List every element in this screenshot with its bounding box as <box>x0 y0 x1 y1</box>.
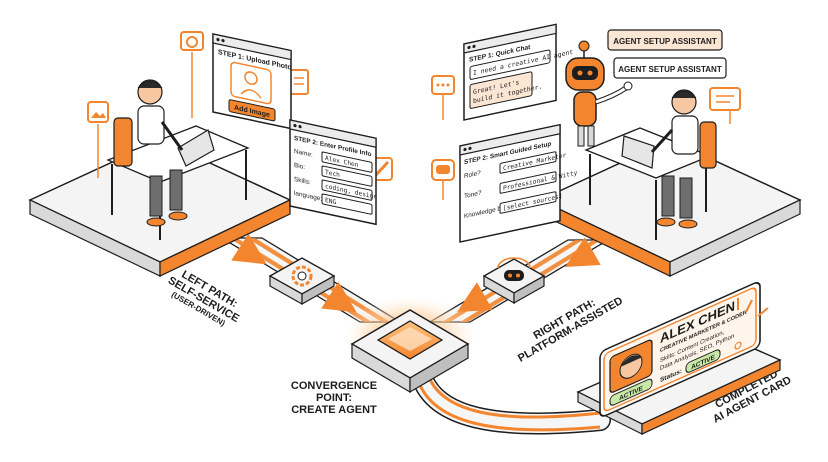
right-step1-window: STEP 1: Quick Chat I need a creative AI … <box>463 23 573 121</box>
profile-field-label: Name: <box>294 148 313 159</box>
chair-right <box>699 121 717 169</box>
assistant-bubble-1: AGENT SETUP ASSISTANT <box>607 29 723 51</box>
photo-active-badge <box>609 378 653 406</box>
profile-field-label: Skills: <box>294 176 311 187</box>
convergence-label-line-2: POINT: <box>316 392 352 404</box>
sparkle-lines <box>737 298 769 317</box>
convergence-label: CONVERGENCE POINT: CREATE AGENT <box>291 380 377 416</box>
profile-field-input[interactable] <box>321 165 373 187</box>
profile-field-value: Tech <box>325 169 340 179</box>
setup-field-input[interactable] <box>499 151 557 174</box>
add-image-button[interactable] <box>228 99 276 122</box>
laptop-right-icon <box>621 135 655 169</box>
right-desk <box>584 89 717 240</box>
image-icon <box>87 101 109 178</box>
chair <box>113 117 133 167</box>
convergence-label-line-1: CONVERGENCE <box>291 380 377 392</box>
profile-field-input[interactable] <box>321 193 373 215</box>
profile-field-value: ENG <box>325 197 336 206</box>
camera-icon <box>180 31 204 118</box>
profile-field-label: Bio: <box>294 162 305 171</box>
profile-field-input[interactable] <box>321 179 373 201</box>
left-arrow-1 <box>231 233 267 265</box>
output-track <box>409 359 611 435</box>
robot-icon <box>431 159 455 200</box>
right-arrow-1 <box>565 237 601 267</box>
person-right <box>650 89 699 229</box>
setup-field-label: Tone? <box>464 189 482 200</box>
robot-node-icon <box>497 257 531 281</box>
setup-field-input[interactable] <box>499 171 557 194</box>
speech-bubble-icon <box>709 87 741 124</box>
right-arrow-2 <box>457 282 493 312</box>
right-process-node <box>482 257 546 305</box>
laptop-icon <box>177 129 215 167</box>
left-step2-window: STEP 2: Enter Profile Info Name:Alex Che… <box>289 119 377 226</box>
assistant-bubble-2-text: AGENT SETUP ASSISTANT <box>618 65 722 74</box>
assistant-bubble-2: AGENT SETUP ASSISTANT <box>613 57 727 79</box>
left-desk <box>106 79 250 240</box>
assistant-bubble-1-text: AGENT SETUP ASSISTANT <box>613 37 717 46</box>
left-path-label: LEFT PATH: SELF-SERVICE (USER-DRIVEN) <box>166 269 241 328</box>
left-arrow-2 <box>321 281 357 313</box>
right-step2-window: STEP 2: Smart Guided Setup Role?Creative… <box>459 123 578 243</box>
profile-field-input[interactable] <box>321 151 373 173</box>
sun-icon <box>734 341 742 350</box>
left-step1-window: STEP 1: Upload Photo Add Image <box>212 33 292 130</box>
person-left <box>137 79 188 227</box>
chat-icon <box>431 75 455 120</box>
document-icon <box>289 69 309 95</box>
convergence-node <box>340 294 480 394</box>
gear-icon <box>291 265 313 287</box>
left-process-node <box>268 257 336 306</box>
agent-avatar <box>609 339 653 393</box>
convergence-label-line-3: CREATE AGENT <box>291 404 377 416</box>
robot-assistant <box>565 40 633 147</box>
setup-field-label: Role? <box>464 170 481 181</box>
status-badge <box>685 349 721 373</box>
setup-field-input[interactable] <box>499 191 557 214</box>
